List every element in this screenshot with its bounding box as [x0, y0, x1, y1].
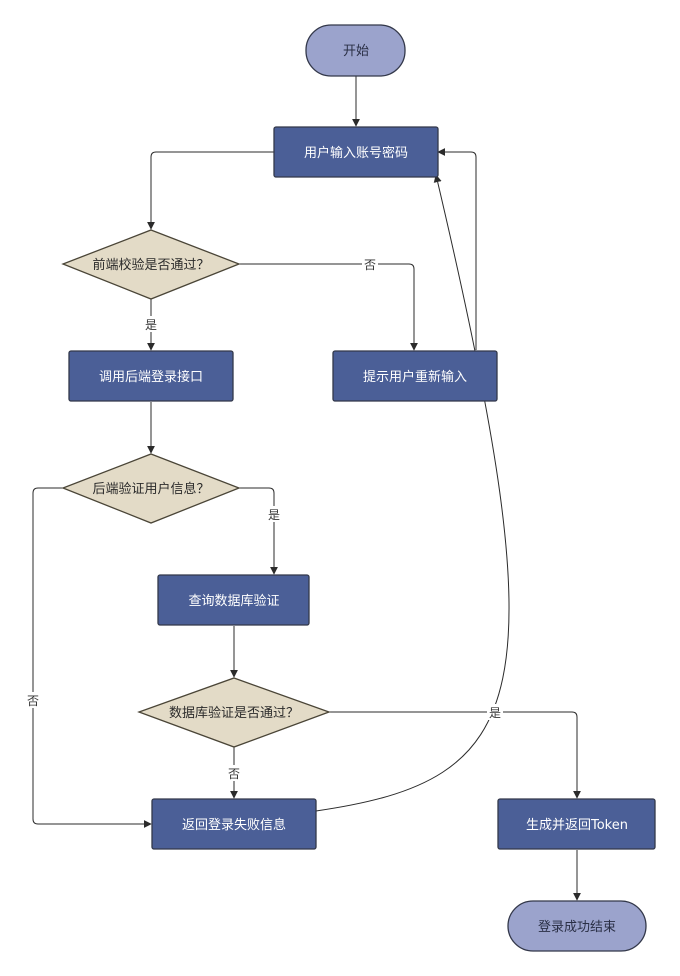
edge-prompt-to-input [437, 148, 477, 350]
query-db-label: 查询数据库验证 [188, 593, 279, 609]
start-node: 开始 [305, 24, 406, 77]
label-backend-no: 否 [27, 694, 39, 708]
call-backend-label: 调用后端登录接口 [99, 369, 203, 385]
return-token-label: 生成并返回Token [526, 818, 628, 833]
edge-failure-to-input [315, 174, 510, 812]
prompt-reinput-node: 提示用户重新输入 [332, 350, 498, 402]
label-backend-yes: 是 [268, 508, 280, 522]
return-token-node: 生成并返回Token [497, 798, 656, 850]
edge-input-to-frontend-check [147, 151, 274, 230]
user-input-label: 用户输入账号密码 [304, 145, 408, 161]
db-verify-label: 数据库验证是否通过？ [169, 705, 299, 721]
call-backend-node: 调用后端登录接口 [68, 350, 234, 402]
db-verify-node: 数据库验证是否通过？ [137, 677, 331, 748]
label-db-yes: 是 [489, 706, 501, 720]
frontend-check-node: 前端校验是否通过？ [61, 229, 241, 300]
backend-verify-node: 后端验证用户信息？ [61, 453, 241, 524]
prompt-reinput-label: 提示用户重新输入 [363, 369, 467, 385]
end-node-label: 登录成功结束 [538, 920, 616, 935]
label-frontend-yes: 是 [145, 318, 157, 332]
edge-backend-no-to-failure [32, 487, 152, 828]
edge-frontend-no-to-prompt [239, 263, 418, 351]
start-node-label: 开始 [343, 44, 369, 59]
label-db-no: 否 [228, 767, 240, 781]
frontend-check-label: 前端校验是否通过？ [92, 257, 209, 273]
edge-labels: 否 是 是 否 否 是 [25, 256, 503, 781]
return-failure-label: 返回登录失败信息 [182, 817, 286, 833]
label-frontend-no: 否 [364, 258, 376, 272]
query-db-node: 查询数据库验证 [157, 574, 310, 626]
backend-verify-label: 后端验证用户信息？ [92, 481, 209, 497]
edge-backend-yes-to-query [239, 487, 278, 575]
edge-db-yes-to-token [329, 711, 581, 799]
user-input-node: 用户输入账号密码 [273, 126, 439, 178]
return-failure-node: 返回登录失败信息 [151, 798, 317, 850]
end-node: 登录成功结束 [507, 900, 647, 952]
